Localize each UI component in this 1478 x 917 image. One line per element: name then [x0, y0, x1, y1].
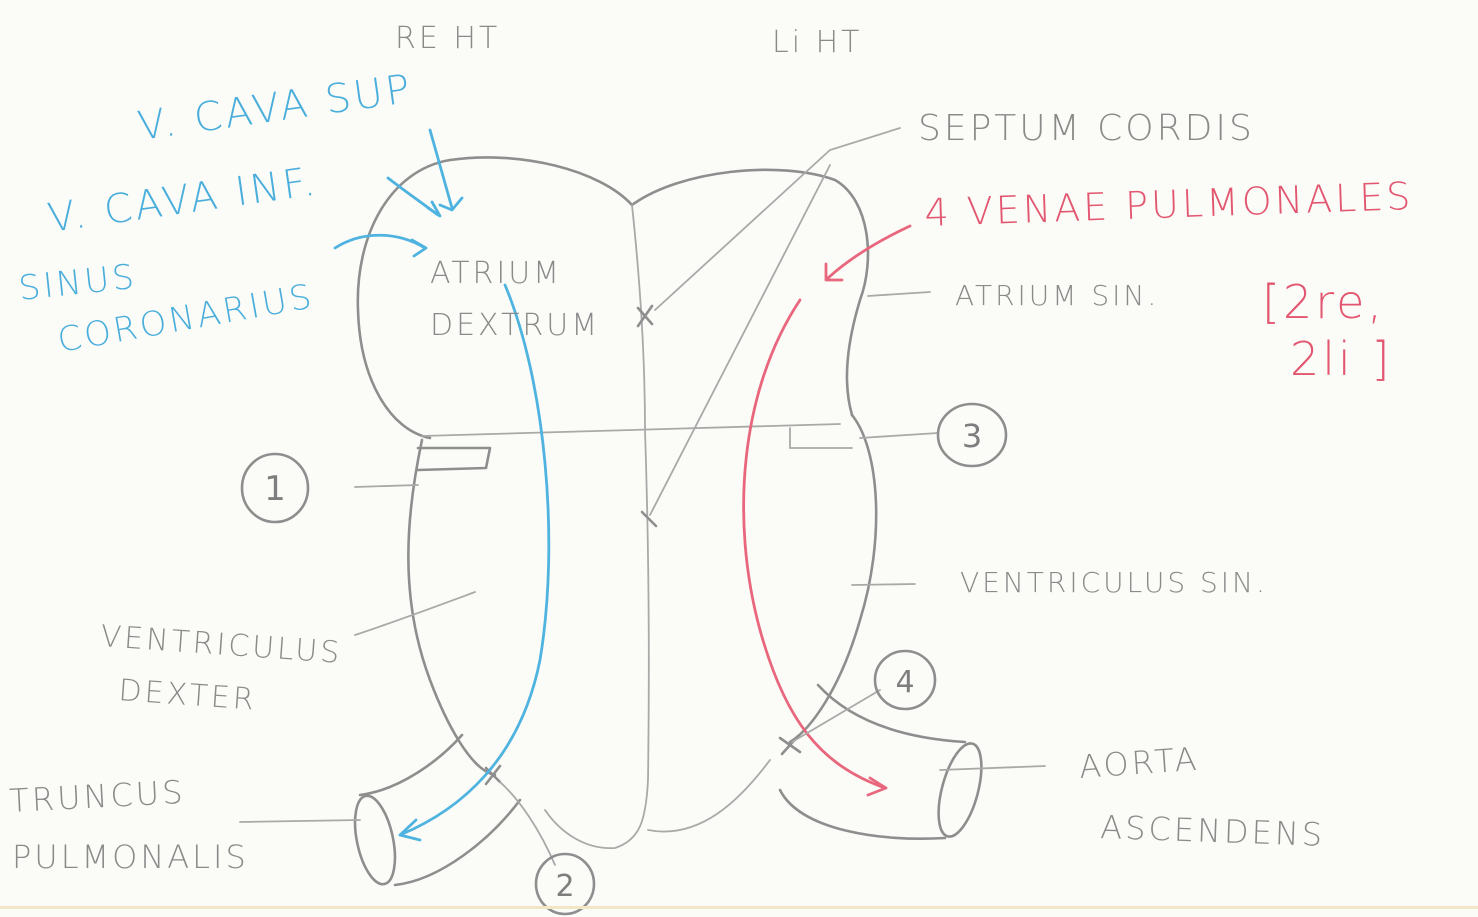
left-heart-label: Li HT — [772, 25, 862, 60]
paper-edge — [0, 906, 1478, 909]
deoxygenated-flow — [333, 128, 551, 842]
atrium-sin-label: ATRIUM SIN. — [955, 279, 1159, 312]
pulmonary-bracket-line-1: [2re, — [1262, 275, 1385, 329]
vena-cava-sup-label: V. CAVA SUP — [135, 66, 416, 150]
valve-marker-2: 2 — [534, 852, 596, 916]
aorta-vessel — [778, 683, 983, 840]
truncus-pulmonalis-vessel — [353, 733, 522, 887]
heart-outline — [356, 127, 901, 849]
ventriculus-sin-label: VENTRICULUS SIN. — [960, 566, 1268, 599]
valve-number-4: 4 — [895, 665, 914, 700]
sinus-label: SINUS — [17, 257, 139, 309]
septum-cordis-label: SEPTUM CORDIS — [918, 108, 1255, 149]
leader-lines — [239, 291, 1046, 866]
ventriculus-dexter-label-2: DEXTER — [117, 673, 257, 718]
atrium-dextrum-label-1: ATRIUM — [430, 256, 562, 291]
valve-marker-4: 4 — [873, 649, 937, 711]
valve-number-1: 1 — [264, 469, 286, 509]
ventriculus-dexter-label-1: VENTRICULUS — [99, 619, 343, 671]
truncus-label-1: TRUNCUS — [8, 773, 186, 820]
pulmonary-bracket-line-2: 2li ] — [1290, 332, 1392, 386]
right-heart-label: RE HT — [395, 21, 500, 56]
venae-pulmonales-label: 4 VENAE PULMONALES — [924, 174, 1414, 235]
valve-marker-1: 1 — [240, 452, 310, 524]
atrium-dextrum-label-2: DEXTRUM — [430, 308, 600, 343]
oxygenated-flow — [742, 224, 912, 797]
vena-cava-inf-label: V. CAVA INF. — [45, 158, 321, 241]
aorta-label-1: AORTA — [1078, 740, 1201, 786]
truncus-label-2: PULMONALIS — [12, 838, 249, 876]
valve-number-3: 3 — [962, 417, 982, 455]
aorta-label-2: ASCENDENS — [1100, 808, 1326, 854]
valve-marker-3: 3 — [936, 402, 1008, 468]
valve-number-2: 2 — [555, 869, 574, 904]
